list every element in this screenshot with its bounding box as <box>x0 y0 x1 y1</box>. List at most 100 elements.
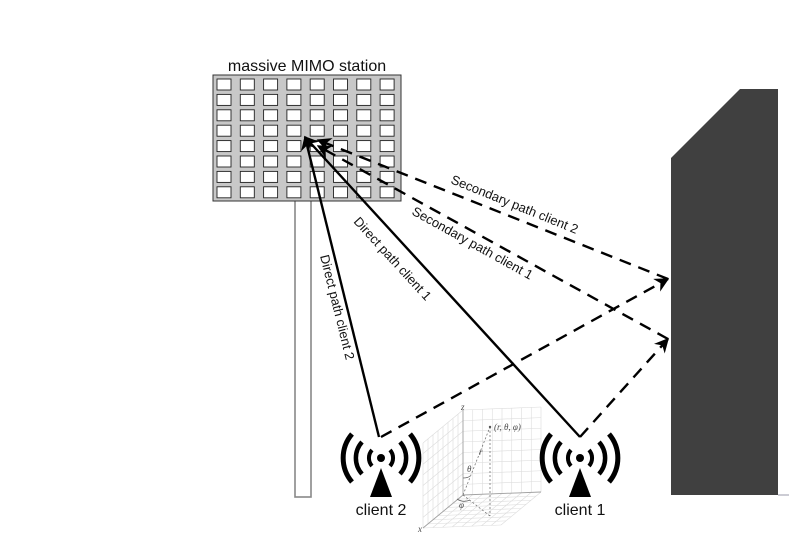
antenna-element <box>333 186 348 199</box>
secondary-path-client-2-label: Secondary path client 2 <box>449 172 581 237</box>
projection-floor <box>462 494 491 517</box>
antenna-element <box>379 109 395 122</box>
antenna-element <box>379 78 395 91</box>
antenna-element <box>263 124 279 137</box>
antenna-element <box>263 109 279 122</box>
client-1: client 1 <box>539 432 621 519</box>
direct-path-client-2-line <box>301 135 381 438</box>
z-label: z <box>460 402 465 412</box>
grid-line <box>437 512 517 516</box>
x-axis <box>422 494 464 529</box>
antenna-elements <box>216 78 395 199</box>
building-wall <box>671 89 778 495</box>
antenna-element <box>309 170 325 183</box>
antenna-element <box>263 186 279 199</box>
antenna-element <box>356 109 372 122</box>
antenna-element <box>216 109 232 122</box>
antenna-element <box>216 124 232 137</box>
antenna-element <box>356 78 372 91</box>
client-2: client 2 <box>340 432 422 519</box>
antenna-element <box>263 155 279 168</box>
direct-path-client-1-label: Direct path client 1 <box>351 214 435 304</box>
secondary-path-client-1-out <box>579 337 669 438</box>
client-1-label: client 1 <box>555 502 606 519</box>
wireless-antenna-icon <box>340 432 422 497</box>
antenna-element <box>239 140 255 153</box>
direct-path-client-1-line <box>304 135 581 438</box>
antenna-element <box>239 186 255 199</box>
antenna-element <box>333 78 348 91</box>
antenna-element <box>333 109 348 122</box>
antenna-element <box>286 109 302 122</box>
secondary-path-client-1-return <box>316 144 669 341</box>
antenna-element <box>309 78 325 91</box>
phi-arc <box>456 498 471 502</box>
antenna-element <box>333 124 348 137</box>
antenna-element <box>356 140 372 153</box>
antenna-element <box>286 78 302 91</box>
antenna-element <box>286 186 302 199</box>
antenna-element <box>356 155 372 168</box>
station-title: massive MIMO station <box>228 58 386 75</box>
antenna-element <box>239 109 255 122</box>
building <box>671 89 789 496</box>
y-axis <box>462 491 542 496</box>
antenna-element <box>309 109 325 122</box>
antenna-element <box>333 140 348 153</box>
wireless-antenna-icon <box>539 432 621 497</box>
client-2-label: client 2 <box>356 502 407 519</box>
grid-line <box>427 520 507 525</box>
grid-line <box>471 492 512 527</box>
grid-line <box>462 449 542 453</box>
grid-line <box>462 427 542 432</box>
antenna-element <box>239 124 255 137</box>
x-label: x <box>417 524 422 534</box>
grid-line <box>422 431 464 465</box>
grid-line <box>422 441 464 476</box>
grid-line <box>481 492 522 526</box>
antenna-element <box>239 170 255 183</box>
antenna-element <box>263 170 279 183</box>
antenna-element <box>239 155 255 168</box>
antenna-element <box>239 93 255 106</box>
antenna-element <box>309 93 325 106</box>
grid-line <box>491 492 532 526</box>
phi-label: φ <box>459 500 464 510</box>
theta-arc <box>462 475 471 479</box>
antenna-element <box>286 140 302 153</box>
antenna-element <box>379 124 395 137</box>
antenna-element <box>239 78 255 91</box>
secondary-path-client-2-out <box>380 277 670 439</box>
antenna-element <box>379 186 395 199</box>
antenna-element <box>333 93 348 106</box>
antenna-element <box>216 186 232 199</box>
spherical-coordinate-sketch: (r, θ, φ) r θ φ z x <box>417 402 542 534</box>
antenna-element <box>263 140 279 153</box>
antenna-element <box>286 124 302 137</box>
grid-line <box>432 516 512 521</box>
station-pole <box>294 199 312 498</box>
grid-line <box>500 491 542 526</box>
point-label: (r, θ, φ) <box>494 422 521 432</box>
antenna-element <box>379 140 395 153</box>
secondary-path-client-2-return <box>316 138 669 281</box>
antenna-element <box>216 93 232 106</box>
grid-line <box>422 409 464 444</box>
antenna-element <box>379 170 395 183</box>
antenna-panel <box>212 74 402 202</box>
grid-line <box>462 417 542 421</box>
antenna-element <box>356 93 372 106</box>
radius-line <box>462 426 491 496</box>
antenna-element <box>216 78 232 91</box>
r-label: r <box>479 447 483 457</box>
antenna-element <box>263 78 279 91</box>
point-marker <box>488 425 492 429</box>
antenna-element <box>356 124 372 137</box>
grid-line <box>462 406 542 411</box>
grid-line <box>422 452 464 486</box>
grid-line <box>422 524 502 529</box>
antenna-element <box>216 140 232 153</box>
antenna-element <box>216 170 232 183</box>
antenna-element <box>309 124 325 137</box>
